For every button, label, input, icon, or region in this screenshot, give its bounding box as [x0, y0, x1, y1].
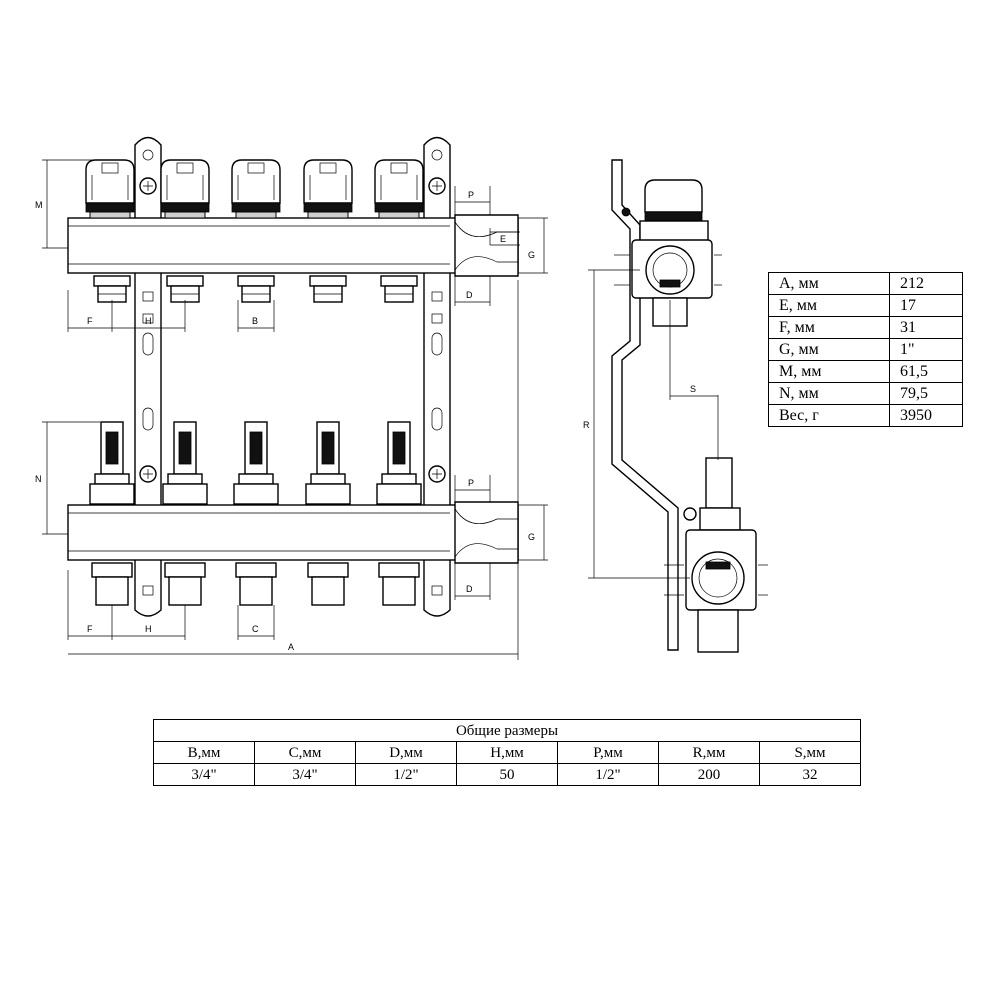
valve-head [160, 159, 210, 219]
size-table: Общие размеры B,мм C,мм D,мм H,мм P,мм R… [153, 719, 862, 786]
size-header: B,мм [153, 741, 255, 764]
spec-value: 212 [889, 272, 963, 295]
size-table-title: Общие размеры [153, 719, 861, 742]
side-view: R S [583, 159, 768, 653]
spec-value: 79,5 [889, 382, 963, 405]
top-manifold-bar [67, 214, 519, 277]
spec-label: E, мм [768, 294, 890, 317]
size-value: 3/4" [153, 763, 255, 786]
flow-meter [89, 421, 135, 505]
spec-label: Вес, г [768, 404, 890, 427]
dim-label-H-top: H [145, 316, 152, 326]
side-top-valve [614, 179, 722, 327]
valve-heads [85, 159, 424, 219]
size-value: 50 [456, 763, 559, 786]
dim-label-E: E [500, 234, 506, 244]
dim-label-F-bottom: F [87, 624, 93, 634]
size-value: 3/4" [254, 763, 356, 786]
dim-label-F-top: F [87, 316, 93, 326]
dim-label-C: C [252, 624, 259, 634]
size-table-value-row: 3/4" 3/4" 1/2" 50 1/2" 200 32 [153, 763, 862, 786]
dim-label-B: B [252, 316, 258, 326]
top-outlets [93, 275, 418, 303]
size-header: R,мм [657, 741, 760, 764]
flow-meters [89, 421, 422, 505]
spec-label: M, мм [768, 360, 890, 383]
size-value: 1/2" [557, 763, 659, 786]
dim-label-H-bottom: H [145, 624, 152, 634]
bottom-manifold-bar [67, 501, 519, 564]
size-header: D,мм [354, 741, 458, 764]
flow-meter [162, 421, 208, 505]
size-table-header-row: B,мм C,мм D,мм H,мм P,мм R,мм S,мм [153, 741, 862, 764]
dim-label-G-top: G [528, 250, 535, 260]
size-header: H,мм [456, 741, 559, 764]
size-value: 1/2" [354, 763, 458, 786]
valve-head [85, 159, 135, 219]
dim-label-M: M [35, 200, 43, 210]
dim-label-P-bottom: P [468, 478, 474, 488]
dim-label-R: R [583, 420, 590, 430]
dim-label-G-bottom: G [528, 532, 535, 542]
spec-label: G, мм [768, 338, 890, 361]
flow-meter [233, 421, 279, 505]
front-dimensions: M N F H B F H C [35, 159, 548, 660]
dim-label-P-top: P [468, 190, 474, 200]
flow-meter [305, 421, 351, 505]
valve-head [374, 159, 424, 219]
bracket-screws [139, 177, 446, 483]
bottom-outlets [91, 562, 420, 606]
dim-label-N: N [35, 474, 42, 484]
size-header: P,мм [557, 741, 659, 764]
front-view: M N F H B F H C [35, 136, 548, 660]
dim-label-S: S [690, 384, 696, 394]
spec-value: 1" [889, 338, 963, 361]
valve-head [231, 159, 281, 219]
spec-label: A, мм [768, 272, 890, 295]
spec-value: 31 [889, 316, 963, 339]
side-bottom-valve [664, 457, 768, 653]
dim-label-A: A [288, 642, 294, 652]
size-value: 200 [657, 763, 760, 786]
dim-label-D-top: D [466, 290, 473, 300]
size-header: C,мм [254, 741, 356, 764]
spec-label: N, мм [768, 382, 890, 405]
size-table-title-row: Общие размеры [153, 719, 861, 742]
spec-value: 17 [889, 294, 963, 317]
spec-value: 61,5 [889, 360, 963, 383]
spec-value: 3950 [889, 404, 963, 427]
valve-head [303, 159, 353, 219]
size-header: S,мм [758, 741, 862, 764]
spec-label: F, мм [768, 316, 890, 339]
flow-meter [376, 421, 422, 505]
size-value: 32 [758, 763, 862, 786]
dim-label-D-bottom: D [466, 584, 473, 594]
